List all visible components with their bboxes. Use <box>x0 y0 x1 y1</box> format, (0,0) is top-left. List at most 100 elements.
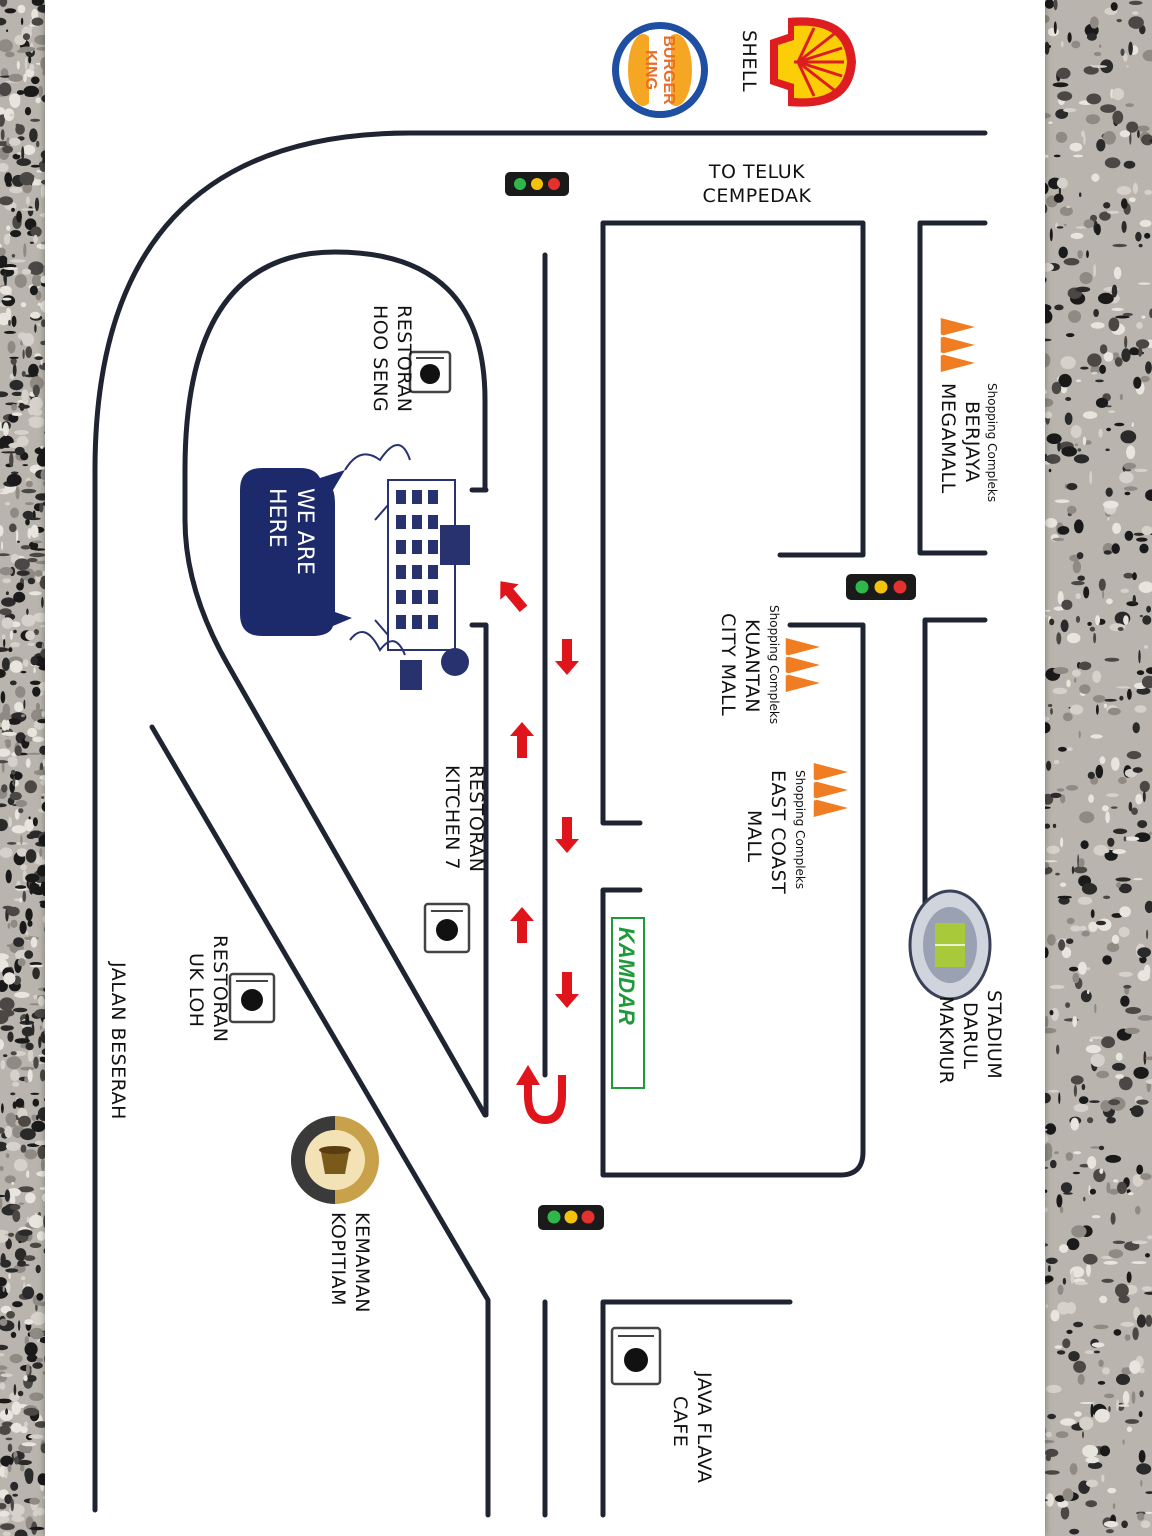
granite-speck <box>1066 505 1077 515</box>
granite-speck <box>1124 1027 1140 1035</box>
granite-speck <box>1098 292 1114 305</box>
granite-speck <box>25 480 33 488</box>
granite-speck <box>1137 346 1143 357</box>
granite-speck <box>1102 1367 1110 1375</box>
granite-speck <box>24 502 35 506</box>
granite-speck <box>28 541 39 550</box>
granite-speck <box>29 964 44 968</box>
granite-speck <box>1115 877 1131 882</box>
granite-speck <box>1129 347 1139 356</box>
granite-speck <box>1 719 8 731</box>
granite-speck <box>1125 1419 1139 1424</box>
granite-speck <box>1073 866 1088 874</box>
granite-speck <box>1126 1271 1132 1283</box>
granite-speck <box>30 311 41 319</box>
granite-speck <box>10 1204 21 1211</box>
granite-speck <box>26 1363 30 1375</box>
granite-speck <box>1123 160 1136 169</box>
granite-speck <box>31 17 44 26</box>
granite-speck <box>1086 967 1091 971</box>
granite-speck <box>7 1443 13 1453</box>
granite-speck <box>1057 1284 1064 1296</box>
granite-speck <box>22 144 36 155</box>
restaurant-icon <box>408 350 452 394</box>
granite-speck <box>1089 1100 1100 1103</box>
granite-speck <box>1120 1321 1135 1327</box>
granite-speck <box>27 1069 33 1082</box>
granite-speck <box>1056 226 1064 229</box>
granite-speck <box>13 775 16 787</box>
granite-speck <box>18 1202 25 1205</box>
granite-speck <box>1044 411 1053 419</box>
granite-speck <box>1103 550 1112 555</box>
granite-speck <box>1059 1206 1064 1214</box>
granite-speck <box>1144 1511 1152 1514</box>
to-teluk-line1: TO TELUK <box>708 161 805 183</box>
granite-speck <box>14 1529 28 1536</box>
granite-speck <box>28 1214 44 1228</box>
granite-speck <box>4 8 17 14</box>
granite-speck <box>3 272 7 284</box>
granite-speck <box>1070 232 1084 239</box>
granite-speck <box>1042 793 1054 805</box>
granite-speck <box>1044 823 1051 829</box>
granite-speck <box>1046 845 1060 854</box>
granite-speck <box>1054 1345 1063 1349</box>
granite-speck <box>1106 598 1113 605</box>
kemaman-line2: KOPITIAM <box>327 1212 349 1306</box>
granite-speck <box>29 680 41 685</box>
granite-speck <box>1101 849 1110 854</box>
granite-speck <box>33 1056 39 1069</box>
granite-speck <box>1120 995 1130 1007</box>
granite-speck <box>33 548 46 551</box>
granite-speck <box>1 617 14 629</box>
granite-speck <box>1056 632 1062 645</box>
granite-speck <box>17 1320 21 1331</box>
granite-speck <box>1066 747 1073 751</box>
granite-speck <box>1106 793 1119 797</box>
granite-speck <box>1149 831 1152 836</box>
granite-speck <box>1086 1479 1099 1488</box>
granite-speck <box>1091 1215 1101 1219</box>
granite-speck <box>10 1092 16 1096</box>
granite-speck <box>1104 157 1121 169</box>
granite-speck <box>29 285 38 296</box>
granite-speck <box>1079 684 1091 694</box>
granite-speck <box>16 540 20 543</box>
granite-speck <box>30 656 38 666</box>
granite-speck <box>1042 860 1058 863</box>
granite-speck <box>8 137 21 146</box>
granite-speck <box>1126 751 1142 760</box>
granite-speck <box>1141 525 1152 536</box>
granite-speck <box>1120 430 1137 444</box>
granite-speck <box>16 848 28 857</box>
granite-speck <box>1066 917 1075 925</box>
granite-speck <box>25 931 29 936</box>
granite-speck <box>20 302 27 308</box>
granite-speck <box>1133 532 1145 536</box>
granite-speck <box>1064 483 1067 489</box>
granite-speck <box>32 540 42 544</box>
granite-speck <box>37 323 41 326</box>
granite-speck <box>1067 32 1072 43</box>
granite-speck <box>9 93 21 105</box>
granite-speck <box>29 63 35 71</box>
granite-speck <box>1144 232 1151 239</box>
granite-speck <box>40 1314 47 1318</box>
granite-speck <box>1123 615 1129 625</box>
granite-speck <box>1075 379 1082 383</box>
granite-speck <box>24 1149 38 1160</box>
granite-speck <box>42 758 46 767</box>
granite-speck <box>29 1327 44 1340</box>
granite-speck <box>29 1392 44 1401</box>
granite-speck <box>1074 677 1077 683</box>
granite-speck <box>1101 805 1109 812</box>
granite-speck <box>28 1434 44 1439</box>
granite-speck <box>1056 177 1068 189</box>
granite-speck <box>1075 593 1081 600</box>
granite-speck <box>1090 1146 1101 1149</box>
granite-speck <box>1044 1470 1060 1475</box>
granite-speck <box>1045 454 1061 464</box>
granite-speck <box>1049 618 1055 626</box>
granite-speck <box>31 1114 37 1121</box>
